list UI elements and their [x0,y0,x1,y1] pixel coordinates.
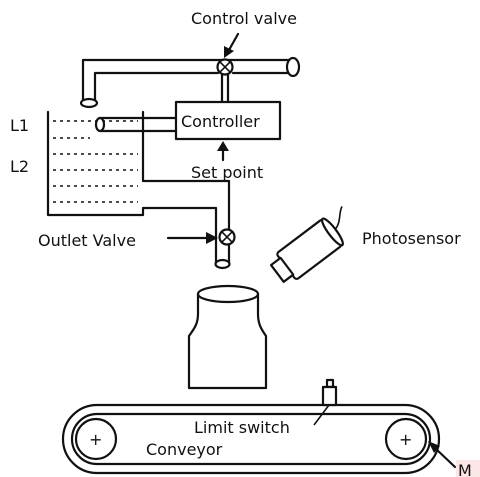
conveyor-belt [61,403,441,475]
controller-box [174,100,282,141]
limit-switch-label: Limit switch [194,418,290,437]
set-point-label: Set point [191,163,263,182]
level-sensor-pipe [94,116,178,133]
left-pulley: + [74,417,118,461]
control-valve-arrow [224,32,240,58]
bottle [187,284,268,390]
set-point-arrow [217,141,229,162]
limit-switch [313,378,338,426]
outlet-pipe [141,179,231,270]
tank [46,110,145,217]
outlet-valve-label: Outlet Valve [38,231,136,250]
controller-label: Controller [181,112,260,131]
motor-arrow [428,441,457,469]
motor-label: M [458,461,472,477]
photosensor [269,206,344,283]
control-valve-label: Control valve [191,9,297,28]
outlet-valve-symbol [218,228,236,246]
left-pulley-mark: + [89,430,102,449]
inlet-pipe [79,56,301,109]
conveyor-label: Conveyor [146,440,223,459]
control-valve-symbol [216,58,234,103]
photosensor-label: Photosensor [362,229,461,248]
outlet-valve-arrow [166,232,218,244]
right-pulley: + [384,417,428,461]
motor-label-background [456,460,480,477]
level-2-label: L2 [10,157,29,176]
level-1-label: L1 [10,116,29,135]
right-pulley-mark: + [399,430,412,449]
